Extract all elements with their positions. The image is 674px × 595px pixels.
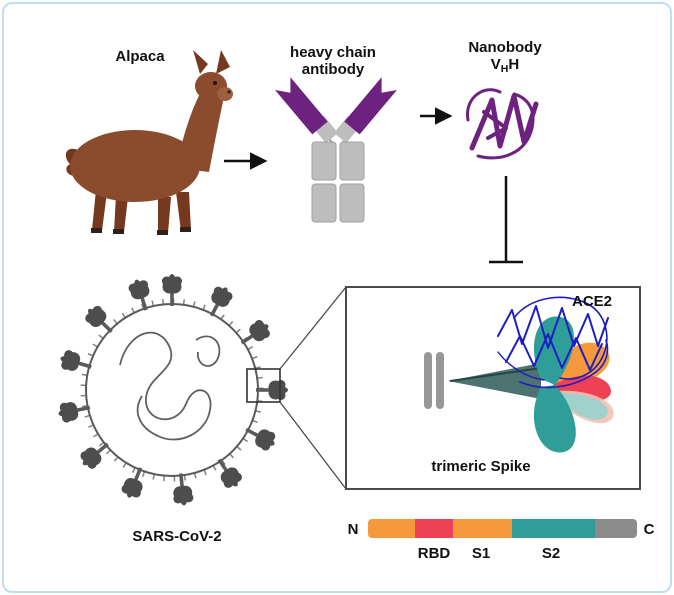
ace2-structure [497,296,609,389]
domain-bar [368,519,637,538]
segment-rbd [415,519,453,538]
ace2-ribbon [513,296,608,380]
spike-petal-teal-bottom [533,385,576,453]
nanobody-strand [482,110,508,140]
alpaca-leg [158,196,171,233]
s2-label: S2 [542,545,560,562]
nanobody-loop [476,92,535,160]
alpaca-body [70,130,200,202]
antibody-stem-domain [339,183,365,223]
zoom-line-bottom [279,401,347,490]
nanobody-structure [466,88,539,160]
antibody-stem-domain [311,183,337,223]
alpaca-hoof [113,229,124,234]
alpaca-illustration [65,50,233,235]
alpaca-hoof [180,227,191,232]
alpaca-eye [213,81,217,85]
alpaca-leg [92,190,107,231]
ace2-ribbon [497,305,609,349]
inhibition-connector [489,176,523,264]
nanobody-h: H [508,56,519,73]
spike-stem-edge [449,367,542,382]
nanobody-loop [466,88,502,122]
alpaca-hoof [157,230,168,235]
virus-label: SARS-CoV-2 [132,528,221,545]
zoom-line-top [279,286,347,370]
nanobody-label-line1: Nanobody [468,39,542,56]
segment-s2 [512,519,595,538]
s1-label: S1 [472,545,490,562]
alpaca-hoof [91,228,102,233]
ace2-label: ACE2 [572,293,612,310]
antibody-stem-domain [339,141,365,181]
trimeric-spike-label: trimeric Spike [431,458,530,475]
nanobody-subscript-h: H [501,63,509,75]
antibody-label-line1: heavy chain [290,44,376,61]
virus-rna-genome [119,331,212,441]
transmembrane-bar [436,352,444,409]
n-terminus-label: N [348,521,359,538]
heavy-chain-antibody-figure [275,77,397,223]
nanobody-label-line2: VHH [491,56,519,75]
nanobody-beta-strands [469,93,539,151]
alpaca-neck [176,90,224,172]
alpaca-ear [216,50,230,74]
alpaca-snout [217,87,233,101]
segment-c-terminal [595,519,637,538]
alpaca-label: Alpaca [115,48,165,65]
antibody-vhh-arm-right [344,77,397,135]
antibody-stem-domain [311,141,337,181]
inset-panel [345,286,641,490]
zoom-source-box [246,368,281,403]
segment-s1-left [368,519,415,538]
transmembrane-bar [424,352,432,409]
antibody-label-line2: antibody [302,61,365,78]
ace2-ribbon [505,333,603,371]
spike-petal-pale-teal [555,392,608,420]
nanobody-v: V [491,56,501,73]
virus-rna-genome [195,335,221,367]
alpaca-leg [114,195,128,232]
ace2-ribbon [519,339,609,389]
alpaca-nose [227,90,231,94]
c-terminus-label: C [644,521,655,538]
virus-illustration [56,274,288,507]
ace2-ribbon [497,351,545,381]
alpaca-leg [176,192,191,231]
segment-s1-right [453,519,512,538]
alpaca-ear [193,50,208,74]
rbd-label: RBD [418,545,451,562]
spike-protein-icon [256,379,288,401]
antibody-vhh-arm-left [275,77,328,135]
spike-protein-icon [161,274,183,306]
